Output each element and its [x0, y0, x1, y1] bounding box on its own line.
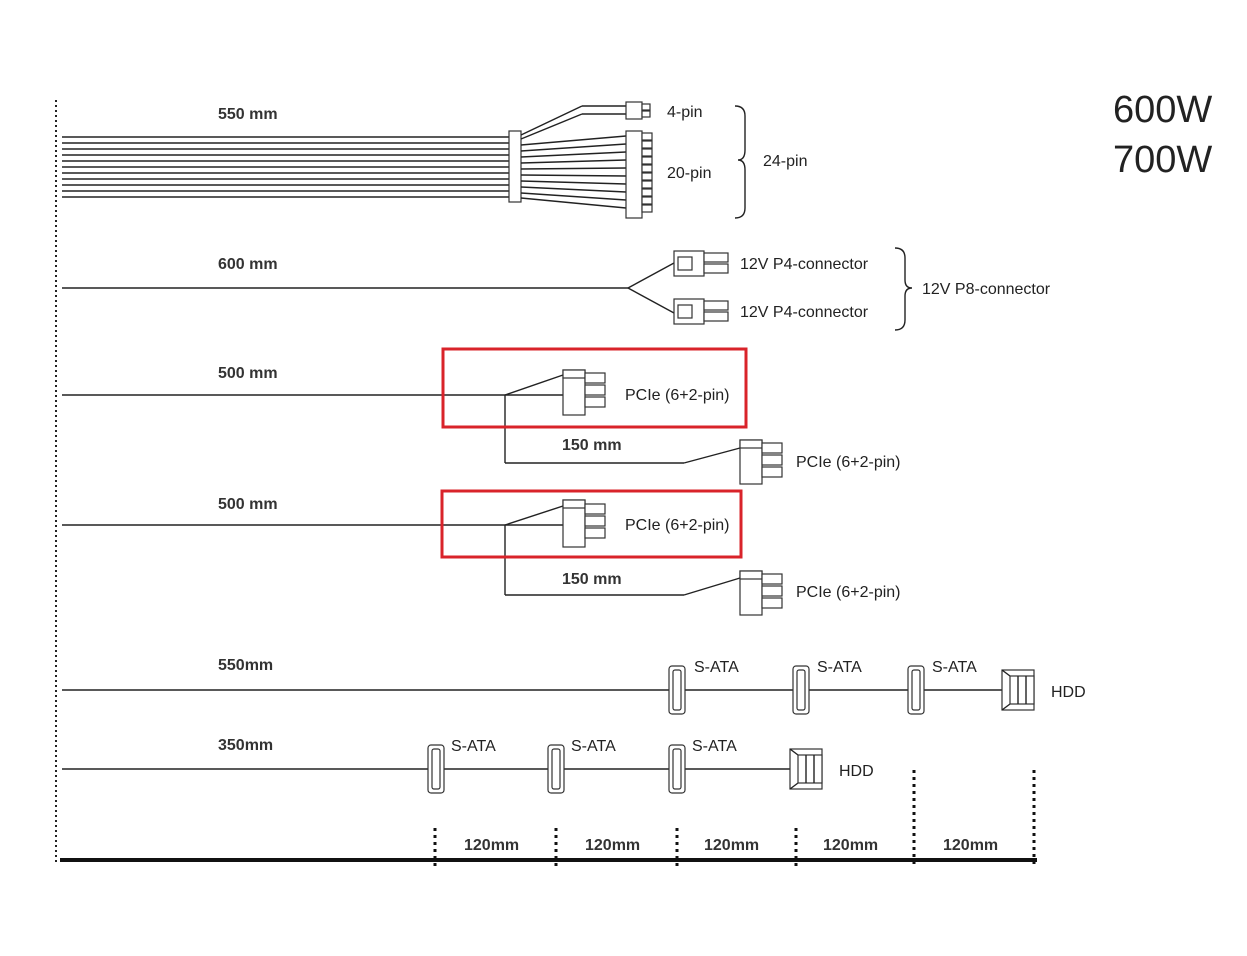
scale-label-4: 120mm: [823, 837, 878, 854]
connector-20pin-icon: [625, 130, 653, 219]
sata2-connector-3-icon: [668, 744, 686, 794]
scale-label-5: 120mm: [943, 837, 998, 854]
scale-label-2: 120mm: [585, 837, 640, 854]
atx-fanout-wires: [520, 105, 627, 209]
pcie1-connector-b-icon: [739, 439, 783, 485]
sata2-connector-2-label: S-ATA: [571, 738, 616, 755]
pcie-cable-1: 500 mm PCIe (6+2-pin) 150 mm PCIe (6+2-p…: [62, 365, 901, 485]
highlight-box-pcie2: [440, 489, 743, 559]
sata2-connector-2-icon: [547, 744, 565, 794]
atx-brace-icon: [734, 105, 746, 219]
sata1-connector-2-icon: [792, 665, 810, 715]
sata1-connector-1-label: S-ATA: [694, 659, 739, 676]
pcie1-connector-b-label: PCIe (6+2-pin): [796, 454, 901, 471]
connector-p4-top-icon: [673, 250, 729, 277]
atx-length-label: 550 mm: [218, 106, 278, 123]
sata1-connector-3-icon: [907, 665, 925, 715]
pcie1-connector-a-label: PCIe (6+2-pin): [625, 387, 730, 404]
length-scale: 120mm 120mm 120mm 120mm 120mm: [60, 770, 1037, 866]
cpu-p4-bottom-label: 12V P4-connector: [740, 304, 869, 321]
pcie2-connector-b-label: PCIe (6+2-pin): [796, 584, 901, 601]
cpu-brace-icon: [894, 247, 913, 331]
pcie2-branch-length-label: 150 mm: [562, 571, 622, 588]
sata1-connector-3-label: S-ATA: [932, 659, 977, 676]
wattage-600: 600W: [1113, 89, 1212, 131]
sata2-connector-3-label: S-ATA: [692, 738, 737, 755]
cpu-length-label: 600 mm: [218, 256, 278, 273]
atx-wire-bundle: [62, 136, 510, 198]
pcie2-connector-a-icon: [562, 499, 606, 548]
connector-4pin-icon: [625, 101, 651, 120]
sata2-length-label: 350mm: [218, 737, 273, 754]
sata1-length-label: 550mm: [218, 657, 273, 674]
atx-24pin-label: 24-pin: [763, 153, 807, 170]
cpu-p4-top-label: 12V P4-connector: [740, 256, 869, 273]
atx-4pin-label: 4-pin: [667, 104, 703, 121]
sata1-connector-2-label: S-ATA: [817, 659, 862, 676]
atx-cable-sleeve: [508, 130, 522, 203]
wattage-700: 700W: [1113, 139, 1212, 181]
pcie2-connector-b-icon: [739, 570, 783, 616]
sata2-hdd-label: HDD: [839, 763, 874, 780]
pcie1-branch-length-label: 150 mm: [562, 437, 622, 454]
highlight-box-pcie1: [441, 347, 748, 429]
pcie2-length-label: 500 mm: [218, 496, 278, 513]
scale-label-3: 120mm: [704, 837, 759, 854]
pcie-cable-2: 500 mm PCIe (6+2-pin) 150 mm PCIe (6+2-p…: [62, 496, 901, 616]
cpu-cable: 600 mm 12V P4-connector 12V P4-connector…: [62, 247, 1051, 331]
pcie1-length-label: 500 mm: [218, 365, 278, 382]
sata2-connector-1-icon: [427, 744, 445, 794]
sata1-hdd-label: HDD: [1051, 684, 1086, 701]
atx-cable: 550 mm: [62, 101, 807, 219]
sata-cable-1: 550mm S-ATA S-ATA S-ATA HDD: [62, 657, 1086, 715]
pcie2-connector-a-label: PCIe (6+2-pin): [625, 517, 730, 534]
sata-cable-2: 350mm S-ATA S-ATA S-ATA HDD: [62, 737, 874, 794]
pcie1-connector-a-icon: [562, 369, 606, 416]
sata2-hdd-molex-icon: [789, 748, 823, 790]
sata2-connector-1-label: S-ATA: [451, 738, 496, 755]
atx-20pin-label: 20-pin: [667, 165, 711, 182]
scale-label-1: 120mm: [464, 837, 519, 854]
sata1-hdd-molex-icon: [1001, 669, 1035, 711]
sata1-connector-1-icon: [668, 665, 686, 715]
cpu-p8-label: 12V P8-connector: [922, 281, 1051, 298]
connector-p4-bottom-icon: [673, 298, 729, 325]
